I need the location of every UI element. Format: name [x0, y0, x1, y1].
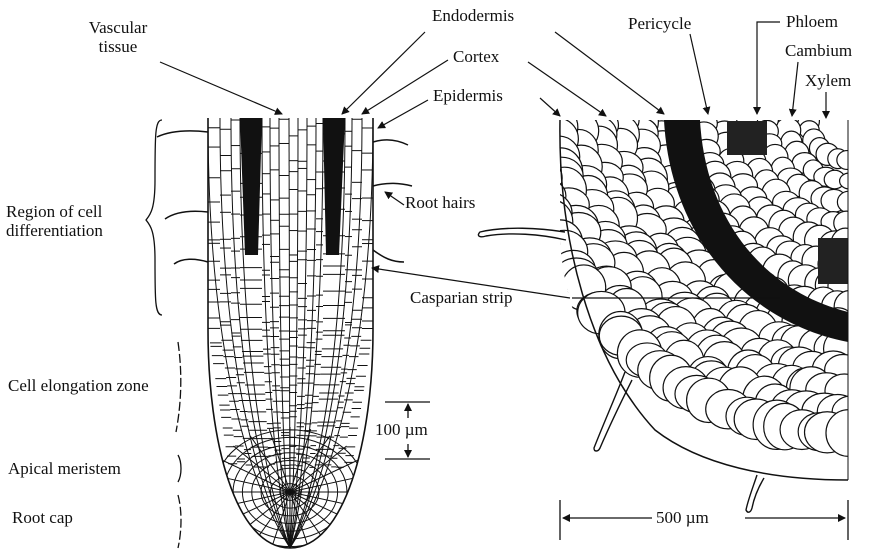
- label-scale-100um: 100 µm: [375, 420, 428, 439]
- phloem-patch-side: [818, 238, 848, 284]
- label-pericycle: Pericycle: [628, 14, 691, 33]
- root-cap-cells: [210, 427, 370, 551]
- label-cell-elongation-zone: Cell elongation zone: [8, 376, 158, 395]
- endodermis-strand-left: [240, 118, 262, 255]
- label-root-hairs: Root hairs: [405, 193, 475, 212]
- leader-endodermis-left: [342, 32, 425, 114]
- label-region-of-cell-differentiation: Region of cell differentiation: [6, 202, 156, 240]
- leader-epidermis-right: [540, 98, 560, 116]
- label-root-cap: Root cap: [12, 508, 73, 527]
- label-scale-500um: 500 µm: [656, 508, 709, 527]
- leader-cortex-right: [528, 62, 606, 116]
- longitudinal-section: [146, 118, 430, 551]
- label-endodermis: Endodermis: [432, 6, 514, 25]
- leader-epidermis-left: [378, 100, 428, 128]
- label-apical-meristem: Apical meristem: [8, 459, 121, 478]
- brace-meristem: [178, 455, 181, 482]
- label-cambium: Cambium: [785, 41, 852, 60]
- leader-cambium: [792, 62, 798, 116]
- label-xylem: Xylem: [805, 71, 851, 90]
- label-epidermis: Epidermis: [433, 86, 503, 105]
- cross-section: [478, 97, 872, 540]
- label-casparian-strip: Casparian strip: [410, 288, 512, 307]
- leader-root-hairs: [385, 192, 404, 205]
- root-hairs-left: [157, 131, 208, 264]
- phloem-patch-top: [727, 121, 767, 155]
- endodermis-strand-right: [323, 118, 345, 255]
- label-cortex: Cortex: [453, 47, 499, 66]
- cell-walls: [208, 119, 373, 467]
- label-vascular-tissue: Vascular tissue: [72, 18, 164, 56]
- leader-endodermis-right: [555, 32, 664, 114]
- leader-vascular: [160, 62, 282, 114]
- brace-elongation: [176, 342, 181, 432]
- label-phloem: Phloem: [786, 12, 838, 31]
- leader-phloem: [757, 22, 780, 114]
- brace-cap: [178, 495, 181, 548]
- leader-pericycle: [690, 34, 708, 114]
